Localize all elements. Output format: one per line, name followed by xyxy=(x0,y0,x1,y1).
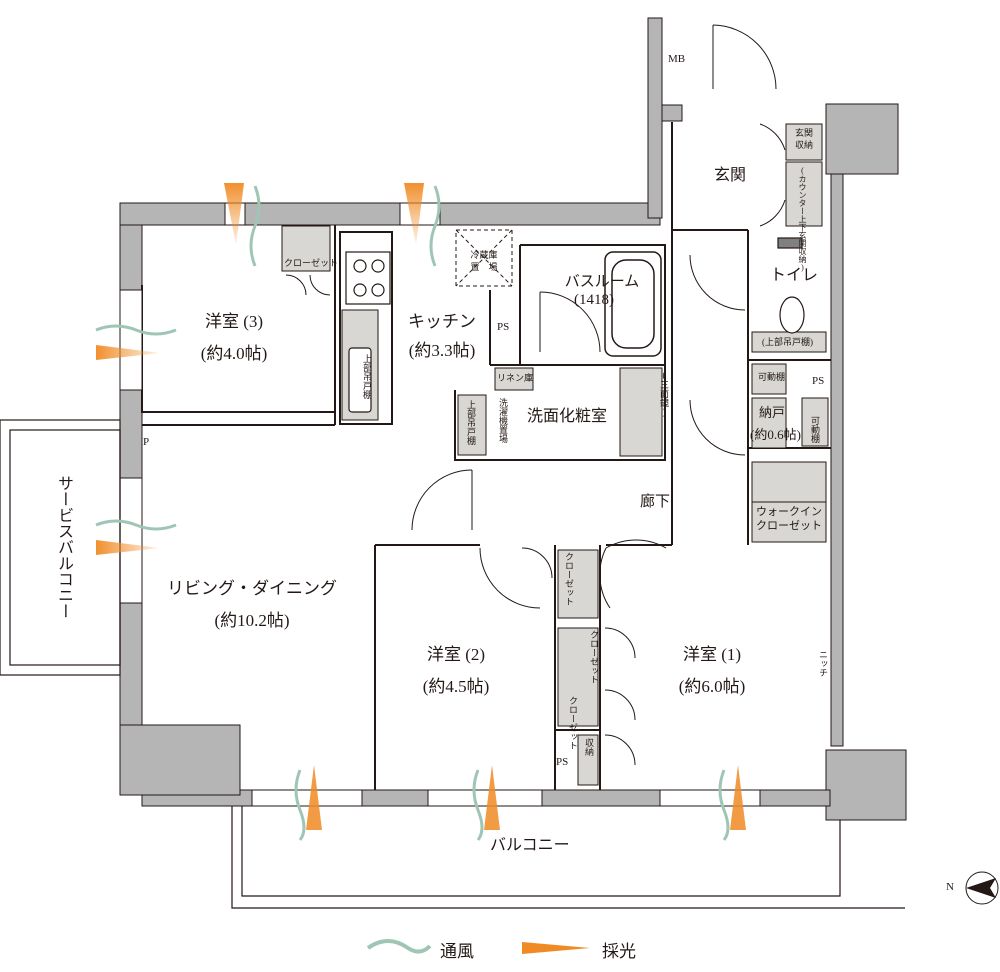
fixtures xyxy=(281,123,829,786)
service-balcony-label: サービスバルコニー xyxy=(55,475,72,619)
corridor-name: 廊下 xyxy=(640,494,671,510)
fridge-space xyxy=(455,229,513,287)
living-dining-name: リビング・ダイニング xyxy=(167,579,337,598)
bedroom-1-name: 洋室 (1) xyxy=(682,645,742,664)
bedroom-2-name: 洋室 (2) xyxy=(426,645,486,664)
walls xyxy=(119,17,907,821)
bedroom-3-size: (約4.0帖) xyxy=(200,344,268,363)
living-dining-size: (約10.2帖) xyxy=(214,611,290,630)
closet-label-bedroom-3: クローゼット xyxy=(284,258,339,268)
kitchen-upper-shelf-label: 上部吊戸棚 xyxy=(362,354,372,399)
counter-storage-label: (カウンター上下玄関収納) xyxy=(798,166,807,272)
bathtub xyxy=(604,251,662,357)
kitchen-sink xyxy=(348,347,372,413)
ps-label-corridor: PS xyxy=(812,375,825,387)
ventilation-legend-icon xyxy=(366,939,432,954)
storage-size: (約0.6帖) xyxy=(750,427,801,442)
linen-label: リネン庫 xyxy=(497,373,534,383)
fridge-space-label: 冷蔵庫 置 場 xyxy=(470,250,498,272)
genkan-storage-label: 玄関 収納 xyxy=(794,128,814,150)
closet-label-bedroom-2-top: クローゼット xyxy=(564,552,574,606)
windows xyxy=(119,202,761,807)
toilet-name: トイレ xyxy=(770,267,819,284)
daylight-legend-icon xyxy=(522,942,590,954)
ps-label-bedroom: PS xyxy=(556,756,569,768)
doors xyxy=(285,24,786,766)
toilet-bowl xyxy=(777,237,805,334)
mb-label: MB xyxy=(668,53,686,65)
toilet-upper-shelf-label: (上部吊戸棚) xyxy=(762,337,813,347)
entrance-name: 玄関 xyxy=(714,167,747,184)
triple-mirror-label: (三面鏡) xyxy=(659,370,669,417)
legend-daylight: 採光 xyxy=(602,942,636,961)
balcony-label: バルコニー xyxy=(490,837,570,854)
bedroom-2-size: (約4.5帖) xyxy=(422,677,490,696)
bedroom-1-size: (約6.0帖) xyxy=(678,677,746,696)
compass-label: N xyxy=(946,881,954,893)
compass-icon xyxy=(965,871,999,905)
niche-label: ニッチ xyxy=(818,650,828,677)
wash-upper-shelf-label: 上部吊戸棚 xyxy=(466,400,476,445)
p-label: P xyxy=(143,436,150,448)
closet-label-bedroom-1: クローゼット xyxy=(589,630,599,684)
ps-label-bath: PS xyxy=(497,321,510,333)
movable-shelf-label-vertical: 可動棚 xyxy=(810,416,820,443)
washer-label: 洗濯機置場 xyxy=(498,398,508,443)
kitchen-size: (約3.3帖) xyxy=(408,341,476,360)
bedroom-3-name: 洋室 (3) xyxy=(204,312,264,331)
closet-label-bedroom-2-bottom: クローゼット xyxy=(568,696,578,750)
movable-shelf-label: 可動棚 xyxy=(758,372,786,382)
legend-ventilation: 通風 xyxy=(440,942,474,961)
storage-name: 納戸 xyxy=(759,405,786,420)
bathroom-size: (1418) xyxy=(574,292,614,308)
washroom-name: 洗面化粧室 xyxy=(527,408,608,425)
storage-label-bedroom: 収納 xyxy=(584,738,594,756)
cooktop xyxy=(345,251,391,305)
vent-light-marks xyxy=(95,183,746,841)
bathroom-name: バスルーム xyxy=(564,274,640,290)
walkin-closet-name: ウォークイン クローゼット xyxy=(756,506,822,533)
kitchen-name: キッチン xyxy=(408,312,476,331)
